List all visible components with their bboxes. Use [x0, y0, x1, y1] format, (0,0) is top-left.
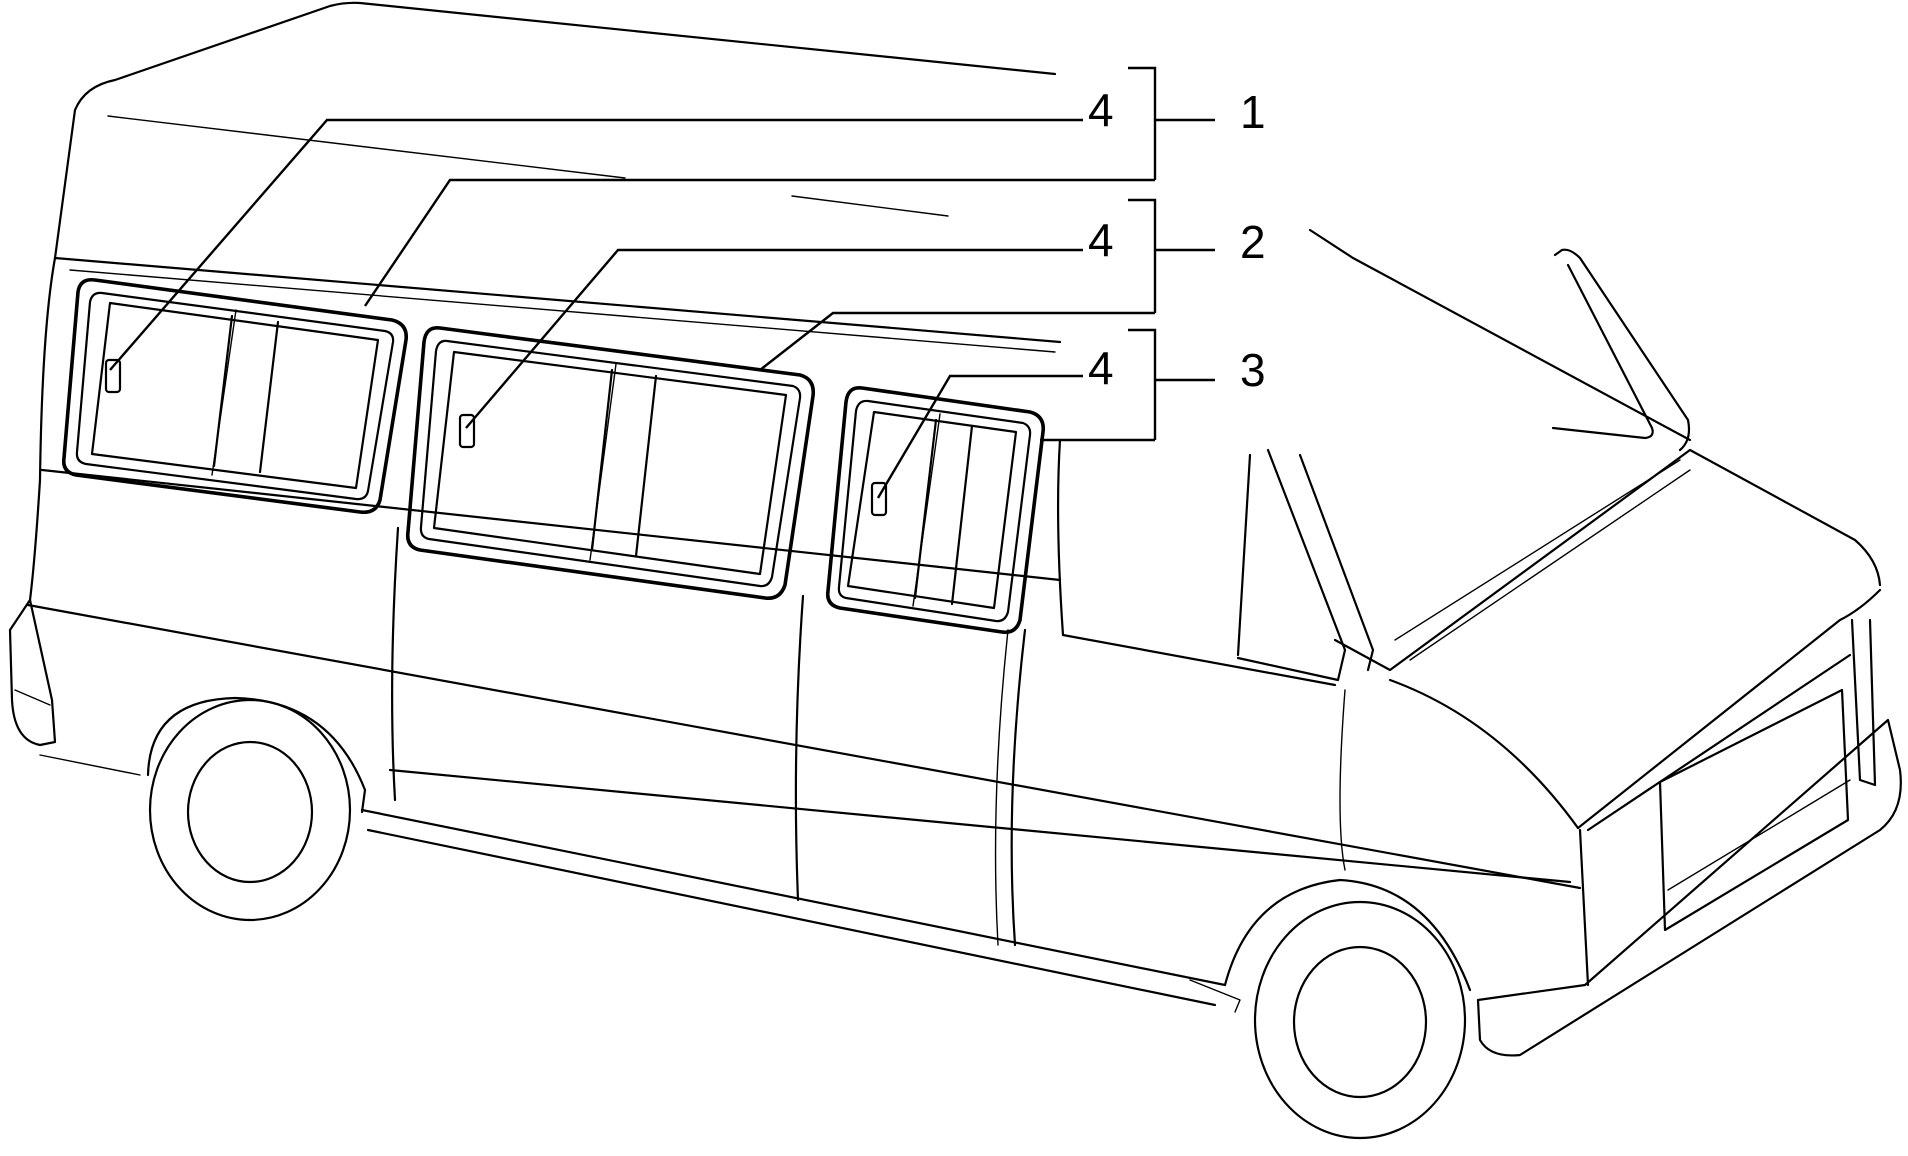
front-fascia-left — [1578, 828, 1590, 987]
rear-edge — [28, 256, 57, 602]
roof-belt-line — [53, 256, 1062, 344]
side-window-3 — [825, 385, 1046, 635]
window-1-inner-frame — [75, 291, 395, 501]
grille-top — [1586, 653, 1852, 832]
window-2-slider — [589, 363, 617, 561]
front-wheel-arch — [1223, 878, 1472, 992]
rear-wheel-arch — [146, 696, 367, 814]
wheels — [148, 698, 1467, 1140]
roof-belt-line-inner — [69, 269, 1056, 353]
grille-panel — [1850, 618, 1877, 787]
side-window-2 — [405, 325, 816, 601]
side-crease — [39, 754, 141, 776]
hood-crease — [1576, 588, 1882, 830]
leader-latch-1 — [109, 118, 1083, 371]
door-seam-c-inner — [994, 629, 1009, 946]
window-2-outer-frame — [405, 325, 816, 601]
windshield-inner — [1551, 263, 1654, 440]
headlight — [1658, 688, 1850, 932]
roof-detail-line — [107, 115, 626, 179]
cowl-line-2 — [1409, 469, 1691, 661]
window-3-slider — [912, 413, 941, 607]
window-1-glass — [90, 301, 380, 490]
callout-window-1: 1 — [1240, 86, 1266, 138]
front-rim — [1292, 945, 1428, 1099]
side-belt-lower — [26, 603, 1582, 890]
headlight-divider — [1667, 779, 1851, 891]
roof-outline — [53, 1, 1057, 260]
leader-window-1 — [364, 178, 1155, 307]
window-2-inner-frame — [419, 339, 802, 588]
front-tire — [1253, 900, 1467, 1140]
windshield-lower — [1333, 448, 1692, 672]
bracket-2 — [1128, 198, 1157, 313]
window-2-divider-b — [634, 374, 658, 558]
leader-window-2 — [759, 311, 1155, 371]
callout-latch-2: 4 — [1088, 214, 1114, 266]
van-body — [8, 1, 1902, 1057]
cab-door-window-frame-inner — [1298, 453, 1375, 672]
rear-bumper-line — [14, 689, 51, 706]
roof-detail-line — [791, 195, 949, 217]
rear-tire — [148, 698, 352, 922]
door-seam-b — [794, 594, 805, 902]
windshield-frame — [1553, 248, 1691, 452]
window-1-divider-b — [258, 320, 280, 474]
door-seam-c — [1010, 628, 1027, 947]
window-1-outer-frame — [61, 277, 409, 515]
callout-window-3: 3 — [1240, 344, 1266, 396]
callout-latch-3: 4 — [1088, 342, 1114, 394]
rear-bumper — [8, 598, 57, 747]
lower-body-line — [388, 768, 1572, 884]
rear-rim — [186, 740, 314, 884]
a-pillar — [1308, 228, 1692, 442]
hood-side-edge — [1388, 678, 1580, 830]
sill-top — [360, 808, 1227, 987]
cab-door-window-rear — [1236, 453, 1252, 657]
door-seam-a — [391, 526, 400, 802]
window-3-latch — [870, 481, 888, 517]
sill-bottom — [366, 828, 1217, 1007]
leader-lines — [109, 66, 1215, 499]
callout-labels: 4 4 4 1 2 3 — [1088, 84, 1266, 396]
bracket-1 — [1128, 66, 1157, 180]
sill-step — [1189, 979, 1241, 1013]
window-1-slider — [211, 309, 237, 476]
cab-rear-pillar — [1056, 438, 1065, 637]
side-belt-upper — [40, 468, 1062, 582]
bracket-3 — [1128, 328, 1157, 440]
window-3-outer-frame — [825, 385, 1046, 635]
cab-side-lower — [1061, 633, 1337, 687]
window-2-latch — [458, 413, 476, 449]
window-3-divider-b — [950, 424, 974, 606]
window-3-glass — [846, 410, 1018, 610]
window-2-glass — [432, 350, 788, 576]
leader-latch-3 — [876, 374, 1083, 499]
callout-window-2: 2 — [1240, 216, 1266, 268]
window-3-inner-frame — [837, 399, 1032, 623]
side-window-1 — [61, 277, 409, 515]
front-bumper — [1476, 718, 1902, 1057]
window-1-latch — [104, 358, 122, 394]
cowl-line — [1394, 459, 1681, 641]
leader-latch-2 — [465, 248, 1083, 429]
callout-latch-1: 4 — [1088, 84, 1114, 136]
cab-door-window-frame — [1236, 448, 1347, 682]
cab-door-seam-front — [1339, 689, 1346, 871]
hood-front-edge — [1688, 448, 1882, 587]
